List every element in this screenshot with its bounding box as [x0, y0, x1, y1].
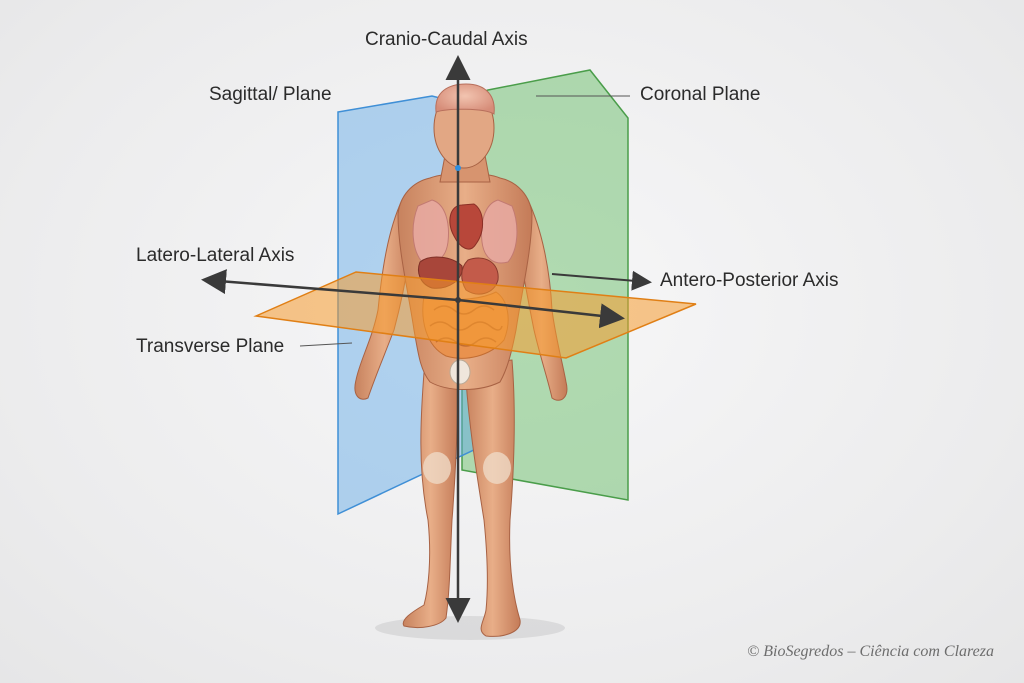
left-lung — [412, 199, 449, 264]
pelvis — [449, 359, 471, 385]
cranio-caudal-axis-label: Cranio-Caudal Axis — [365, 29, 528, 50]
left-leg — [402, 359, 459, 629]
left-knee — [423, 452, 451, 484]
sagittal-plane-label: Sagittal/ Plane — [209, 84, 332, 105]
coronal-plane-label: Coronal Plane — [640, 84, 761, 105]
right-knee — [483, 452, 511, 484]
transverse-leader — [299, 342, 353, 347]
antero-posterior-axis-label: Antero-Posterior Axis — [660, 270, 839, 291]
neck-marker — [455, 165, 461, 171]
right-leg — [464, 359, 521, 637]
right-lung — [481, 199, 518, 264]
transverse-plane-label: Transverse Plane — [136, 336, 285, 357]
latero-lateral-axis — [201, 269, 459, 302]
credit-watermark: © BioSegredos – Ciência com Clareza — [747, 643, 994, 660]
latero-lateral-axis-label: Latero-Lateral Axis — [136, 245, 295, 266]
brain — [435, 83, 495, 115]
antero-posterior-pointer — [551, 270, 652, 291]
antero-posterior-axis-line — [457, 298, 625, 329]
floor-shadow — [375, 616, 565, 640]
